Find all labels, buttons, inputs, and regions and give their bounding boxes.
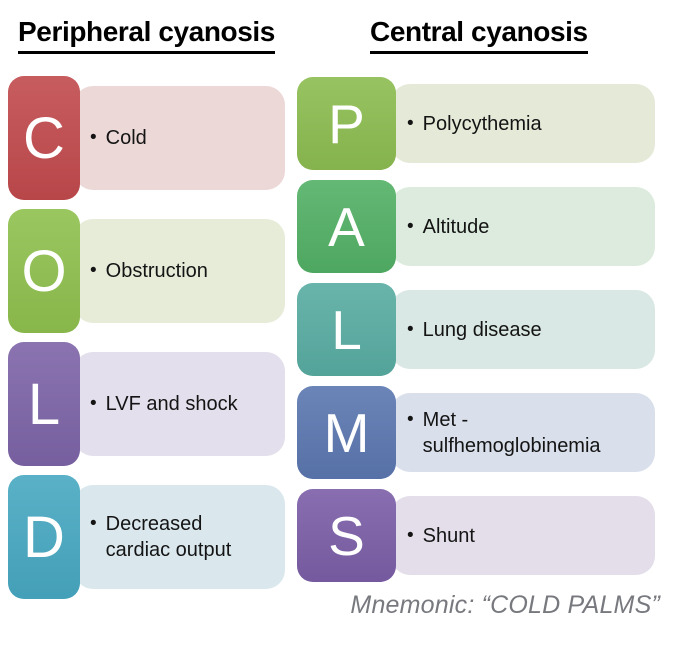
- mnemonic-caption: Mnemonic: “COLD PALMS”: [350, 591, 660, 619]
- letter-tile-p: P: [297, 77, 396, 170]
- row-obstruction: O • Obstruction: [8, 209, 285, 333]
- list-item: • Decreased cardiac output: [90, 511, 231, 563]
- bullet-icon: •: [90, 260, 97, 281]
- central-column-rows: P • Polycythemia A • Altitude L •: [297, 77, 655, 582]
- peripheral-cyanosis-title-text: Peripheral cyanosis: [18, 16, 275, 54]
- central-cyanosis-title-text: Central cyanosis: [370, 16, 588, 54]
- row-decreased-cardiac-output: D • Decreased cardiac output: [8, 475, 285, 599]
- row-polycythemia: P • Polycythemia: [297, 77, 655, 170]
- item-text-polycythemia: Polycythemia: [422, 112, 542, 135]
- peripheral-column-rows: C • Cold O • Obstruction L •: [8, 76, 285, 599]
- list-item: • Lung disease: [407, 317, 542, 343]
- bullet-icon: •: [90, 513, 97, 534]
- bullet-icon: •: [407, 112, 414, 134]
- list-item: • Obstruction: [90, 258, 208, 284]
- row-lvf-shock: L • LVF and shock: [8, 342, 285, 466]
- list-item: • Polycythemia: [407, 111, 542, 137]
- bullet-icon: •: [90, 393, 97, 414]
- row-cold: C • Cold: [8, 76, 285, 200]
- item-text-lvf-shock: LVF and shock: [105, 393, 238, 415]
- bullet-icon: •: [90, 127, 97, 148]
- description-box-met-sulfhemoglobinemia: • Met - sulfhemoglobinemia: [391, 393, 655, 472]
- item-text-lung-disease: Lung disease: [422, 318, 542, 341]
- description-box-decreased-cardiac-output: • Decreased cardiac output: [74, 485, 285, 589]
- list-item: • Cold: [90, 125, 147, 151]
- description-box-altitude: • Altitude: [391, 187, 655, 266]
- letter-tile-l-right: L: [297, 283, 396, 376]
- item-text-decreased-cardiac-output: Decreased cardiac output: [105, 513, 232, 561]
- row-met-sulfhemoglobinemia: M • Met - sulfhemoglobinemia: [297, 386, 655, 479]
- bullet-icon: •: [407, 215, 414, 237]
- central-cyanosis-title: Central cyanosis: [370, 16, 588, 54]
- letter-tile-c: C: [8, 76, 80, 200]
- item-text-altitude: Altitude: [422, 215, 490, 238]
- letter-tile-a: A: [297, 180, 396, 273]
- description-box-lvf-shock: • LVF and shock: [74, 352, 285, 456]
- list-item: • Met - sulfhemoglobinemia: [407, 407, 601, 459]
- list-item: • LVF and shock: [90, 391, 238, 417]
- item-text-cold: Cold: [105, 127, 147, 149]
- letter-tile-m: M: [297, 386, 396, 479]
- peripheral-cyanosis-title: Peripheral cyanosis: [18, 16, 275, 54]
- row-lung-disease: L • Lung disease: [297, 283, 655, 376]
- item-text-shunt: Shunt: [422, 524, 475, 547]
- description-box-shunt: • Shunt: [391, 496, 655, 575]
- letter-tile-d: D: [8, 475, 80, 599]
- description-box-polycythemia: • Polycythemia: [391, 84, 655, 163]
- bullet-icon: •: [407, 318, 414, 340]
- row-shunt: S • Shunt: [297, 489, 655, 582]
- description-box-obstruction: • Obstruction: [74, 219, 285, 323]
- description-box-lung-disease: • Lung disease: [391, 290, 655, 369]
- list-item: • Shunt: [407, 523, 475, 549]
- bullet-icon: •: [407, 524, 414, 546]
- letter-tile-s: S: [297, 489, 396, 582]
- description-box-cold: • Cold: [74, 86, 285, 190]
- list-item: • Altitude: [407, 214, 489, 240]
- letter-tile-o: O: [8, 209, 80, 333]
- row-altitude: A • Altitude: [297, 180, 655, 273]
- item-text-met-sulfhemoglobinemia: Met - sulfhemoglobinemia: [422, 408, 601, 457]
- bullet-icon: •: [407, 408, 414, 430]
- item-text-obstruction: Obstruction: [105, 260, 208, 282]
- letter-tile-l-left: L: [8, 342, 80, 466]
